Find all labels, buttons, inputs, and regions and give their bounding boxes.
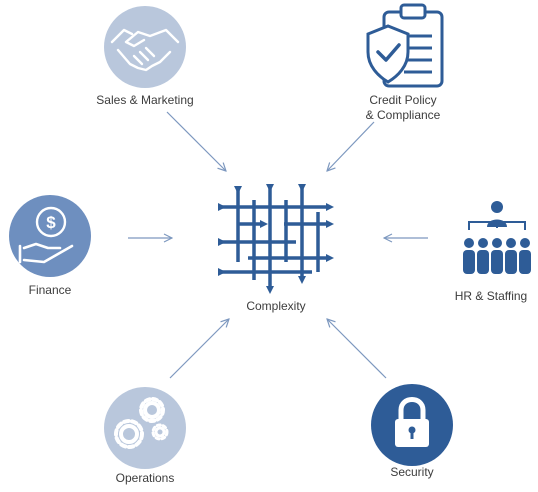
sales-label: Sales & Marketing <box>96 93 194 107</box>
sales-node <box>104 6 186 88</box>
arrow-credit-to-center <box>327 121 375 171</box>
handshake-icon <box>110 28 180 72</box>
finance-label: Finance <box>28 283 72 297</box>
credit-label: Credit Policy & Compliance <box>348 93 458 123</box>
hand-dollar-coin-icon: $ <box>18 206 74 264</box>
security-node <box>371 384 453 466</box>
finance-node: $ <box>9 195 91 277</box>
arrow-operations-to-center <box>169 319 229 379</box>
shield-clipboard-icon <box>366 3 444 88</box>
center-label: Complexity <box>246 299 306 313</box>
arrow-sales-to-center <box>166 111 226 171</box>
sales-circle <box>104 6 186 88</box>
operations-circle <box>104 387 186 469</box>
credit-label-line1: Credit Policy <box>369 93 437 107</box>
gears-icon <box>114 397 169 449</box>
padlock-icon <box>395 397 429 447</box>
operations-node <box>104 387 186 469</box>
people-org-icon <box>463 201 531 274</box>
credit-label-line2: & Compliance <box>365 108 441 122</box>
maze-arrows-icon <box>218 184 334 294</box>
hr-label: HR & Staffing <box>454 289 528 303</box>
arrow-security-to-center <box>327 319 387 379</box>
security-label: Security <box>390 465 434 479</box>
svg-text:$: $ <box>46 213 56 232</box>
operations-label: Operations <box>115 471 175 485</box>
